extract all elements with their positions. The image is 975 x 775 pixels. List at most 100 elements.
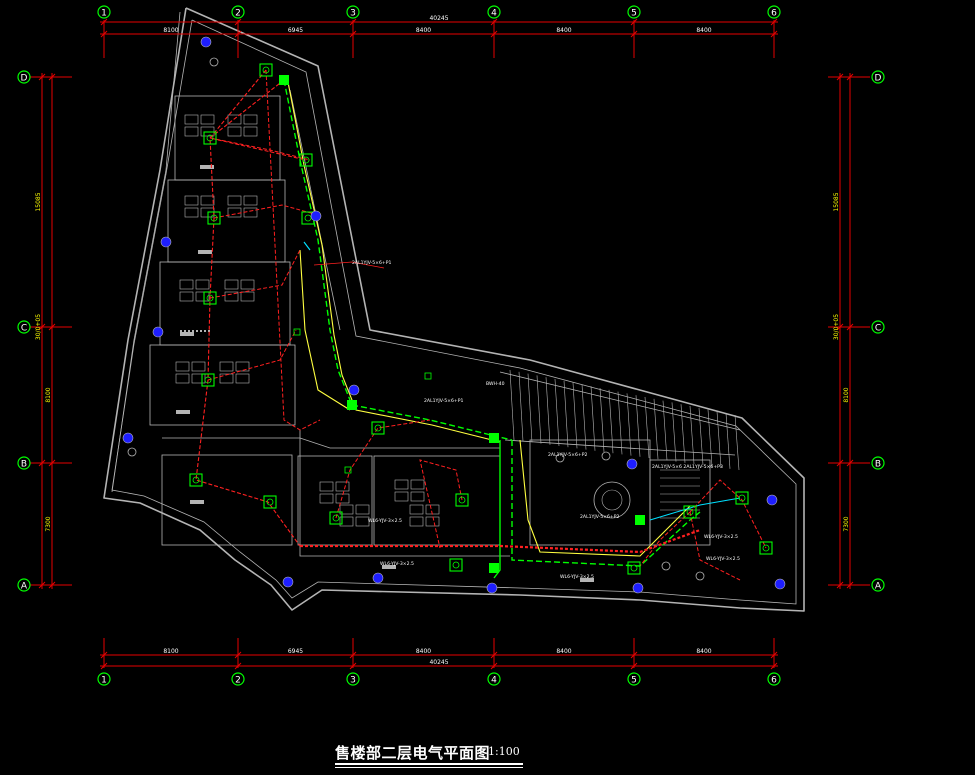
exterior-wall-inner — [111, 19, 797, 605]
lighting-panel-core — [262, 66, 270, 74]
desk — [191, 373, 206, 384]
room-partition — [297, 455, 373, 546]
dim-text: 7300 — [45, 516, 52, 531]
dim-text: 30/0+05 — [833, 314, 840, 340]
equipment-marker — [486, 582, 498, 594]
desk — [191, 361, 206, 372]
dim-text: 8100 — [843, 387, 850, 402]
dim-tick — [48, 581, 56, 589]
desk — [219, 361, 234, 372]
equipment-marker — [372, 572, 384, 584]
lighting-panel — [201, 373, 215, 387]
column-marker — [601, 451, 611, 461]
axis-label: 4 — [491, 9, 497, 19]
annotation-labels: 2AL1YJV-5×6+P12AL1YJV-5×6+P12AL1YJV-5×6+… — [352, 260, 740, 580]
desk — [319, 481, 334, 492]
yellow-circuit — [287, 81, 501, 443]
callout-label-10: WL6-YJV-3×2.5 — [704, 534, 738, 540]
stair-hatch — [554, 378, 560, 447]
furniture-block — [176, 410, 190, 414]
furniture-block — [198, 250, 212, 254]
desk — [243, 114, 258, 125]
drawing-title-block: 售楼部二层电气平面图 1:100 — [335, 739, 525, 768]
dim-text: 15085 — [35, 192, 42, 211]
stair-hatch — [734, 414, 740, 471]
stair-hatch — [626, 393, 632, 456]
dim-text: 15085 — [833, 192, 840, 211]
axis-label: A — [875, 582, 882, 592]
equipment-marker — [766, 494, 778, 506]
dim-tick — [630, 30, 638, 38]
desk — [335, 481, 350, 492]
lighting-circuit — [213, 204, 319, 219]
axis-bubble — [231, 5, 245, 19]
desk — [394, 479, 409, 490]
junction-marker — [344, 466, 352, 474]
stair-hatch — [527, 373, 533, 443]
desk — [227, 114, 242, 125]
dim-tick — [836, 323, 844, 331]
furniture-layout — [175, 114, 594, 582]
lighting-panel-core — [192, 476, 200, 484]
desk — [175, 361, 190, 372]
room-partition — [167, 179, 286, 263]
desk — [224, 291, 239, 302]
callout-label-7: WL6-YJV-3×2.5 — [368, 518, 402, 524]
dim-tick — [38, 459, 46, 467]
desk — [319, 493, 334, 504]
lighting-panel — [627, 561, 641, 575]
corridor-wall — [162, 437, 500, 449]
axis-label: 2 — [235, 676, 241, 686]
dim-tick — [38, 323, 46, 331]
dim-tick — [349, 18, 357, 26]
desk — [410, 491, 425, 502]
axis-bubble — [97, 5, 111, 19]
yellow-circuit — [299, 249, 351, 411]
desk — [227, 195, 242, 206]
column-marker — [555, 453, 565, 463]
stair-hatch — [725, 413, 731, 469]
column-marker — [127, 447, 137, 457]
lighting-circuit — [265, 69, 321, 431]
lighting-panel — [759, 541, 773, 555]
lighting-circuit — [207, 329, 297, 381]
desk — [184, 195, 199, 206]
axis-bubble — [871, 456, 885, 470]
axis-label: 4 — [491, 676, 497, 686]
stair-hatch — [716, 411, 722, 468]
title-underline-thin — [335, 767, 523, 768]
desk — [425, 516, 440, 527]
dim-tick — [630, 662, 638, 670]
equipment-marker — [348, 384, 360, 396]
dim-text: 30/0+05 — [35, 314, 42, 340]
furniture-mark — [188, 330, 190, 332]
axis-label: B — [21, 460, 27, 470]
corridor-wall — [289, 89, 341, 331]
dim-tick — [846, 459, 854, 467]
dim-tick — [234, 651, 242, 659]
lighting-panel — [203, 131, 217, 145]
yellow-circuit — [519, 439, 691, 557]
dim-text: 8400 — [556, 648, 571, 655]
desk — [339, 516, 354, 527]
desk — [184, 126, 199, 137]
dim-text: 8100 — [163, 648, 178, 655]
power-circuit — [493, 440, 501, 579]
distribution-box — [489, 433, 499, 443]
desk — [335, 493, 350, 504]
equipment-marker — [626, 458, 638, 470]
desk — [227, 126, 242, 137]
dim-tick — [349, 30, 357, 38]
desk — [243, 126, 258, 137]
furniture-block — [580, 578, 594, 582]
equipment-marker — [160, 236, 172, 248]
dim-tick — [770, 662, 778, 670]
stair-edge — [504, 439, 736, 456]
lighting-circuit — [419, 459, 463, 549]
desk — [235, 361, 250, 372]
lighting-panel — [207, 211, 221, 225]
axis-label: B — [875, 460, 881, 470]
callout-label-1: 2AL1YJV-5×6+P1 — [352, 260, 392, 266]
lighting-panel — [683, 505, 697, 519]
